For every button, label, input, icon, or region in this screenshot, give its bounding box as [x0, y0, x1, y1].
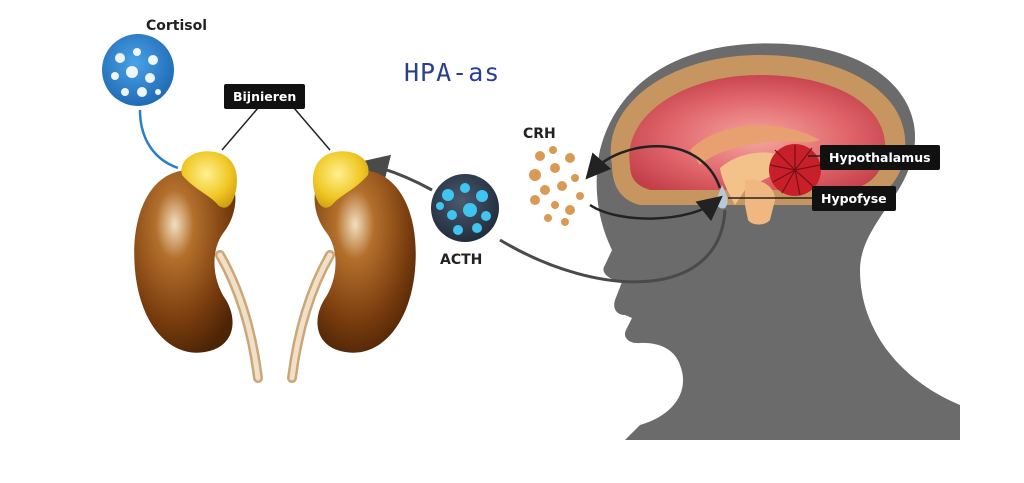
left-kidney [134, 169, 236, 353]
cortisol-circle [102, 34, 174, 106]
tag-hypofyse: Hypofyse [812, 186, 896, 211]
label-cortisol: Cortisol [146, 18, 208, 34]
label-acth: ACTH [440, 252, 483, 268]
tag-bijnieren: Bijnieren [224, 84, 306, 109]
label-crh: CRH [523, 126, 556, 142]
left-adrenal-gland [181, 151, 238, 208]
right-adrenal-gland [312, 151, 369, 208]
tag-hypothalamus: Hypothalamus [820, 145, 940, 170]
right-kidney [314, 169, 416, 353]
diagram-title: HPA-as [404, 58, 501, 87]
crh-molecules [529, 146, 584, 226]
